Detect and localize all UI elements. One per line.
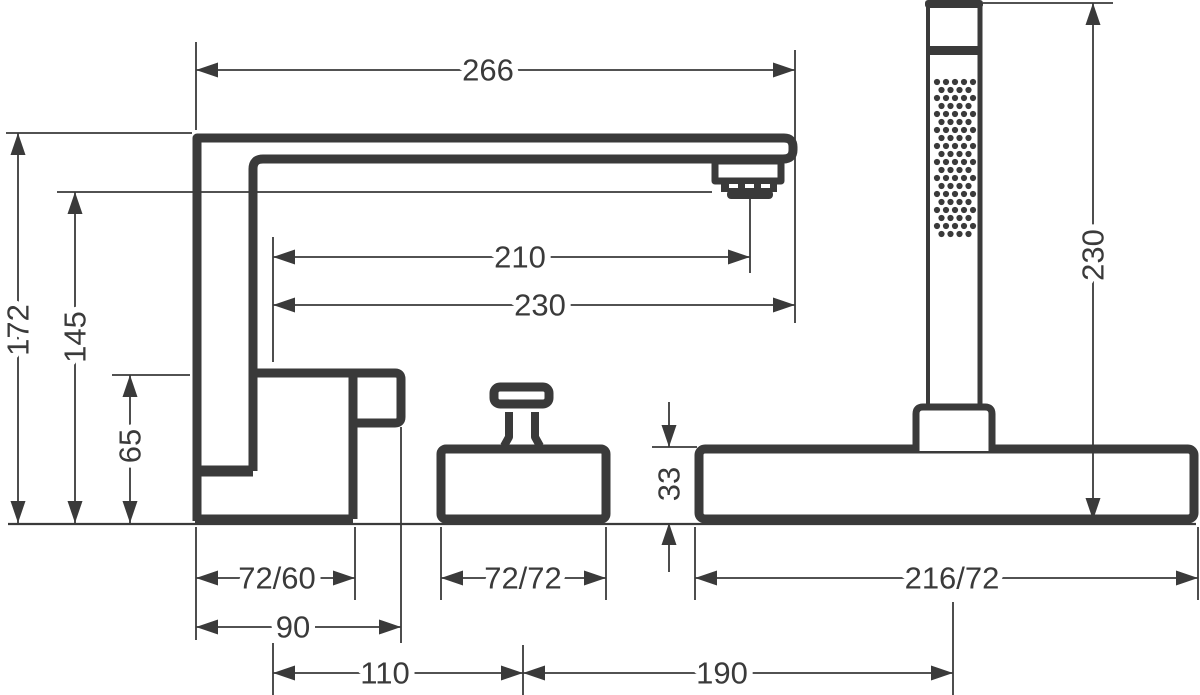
dim-label-lever-overall-width: 90 [276, 610, 310, 645]
dim-aerator-height: 145 [52, 192, 99, 523]
thermostat-knob [436, 382, 611, 524]
dim-lever-to-knob: 110 [273, 650, 523, 695]
handshower-assembly [694, 0, 1199, 524]
dimensions: 266 210 230 172 145 [0, 3, 1198, 695]
spout-aerator [711, 157, 785, 199]
dim-label-knob-to-handshower: 190 [696, 656, 748, 691]
dim-label-lever-height: 65 [113, 429, 148, 463]
dim-label-aerator-height: 145 [58, 311, 93, 363]
extension-lines [6, 2, 1199, 695]
dim-lever-overall-width: 90 [196, 604, 401, 651]
dim-label-lever-to-knob: 110 [360, 656, 409, 691]
fixture [8, 0, 1199, 526]
dim-label-spout-reach: 266 [462, 53, 514, 88]
dim-aerator-offset: 210 [273, 234, 750, 281]
dim-spout-tip-offset: 230 [273, 282, 795, 329]
lever-handle-block [195, 368, 406, 524]
dim-knob-to-handshower: 190 [523, 650, 953, 695]
dim-label-handshower-height: 230 [1076, 229, 1111, 281]
dim-lever-base-plate: 72/60 [196, 555, 355, 602]
handshower-holder [912, 403, 996, 451]
dim-handshower-height: 230 [1070, 3, 1117, 520]
dim-label-aerator-offset: 210 [494, 240, 546, 275]
dim-knob-base-plate: 72/72 [441, 555, 606, 602]
dim-base-plate-height: 33 [646, 402, 693, 572]
handshower-base-plate [694, 444, 1199, 524]
dim-label-base-plate-height: 33 [652, 467, 687, 501]
dim-label-total-height: 172 [1, 304, 36, 356]
dim-total-height: 172 [0, 133, 42, 523]
dim-label-knob-base-plate: 72/72 [484, 561, 562, 596]
dim-spout-reach: 266 [196, 47, 795, 94]
handshower-wand [925, 0, 983, 405]
dim-label-lever-base-plate: 72/60 [238, 561, 316, 596]
dim-lever-height: 65 [107, 375, 154, 523]
spout-and-riser-profile [192, 133, 798, 521]
handshower-spray-face [933, 78, 977, 238]
dim-label-spout-tip-offset: 230 [514, 288, 566, 323]
dim-label-handshower-base-plate: 216/72 [905, 561, 1000, 596]
dim-handshower-base-plate: 216/72 [695, 555, 1198, 602]
